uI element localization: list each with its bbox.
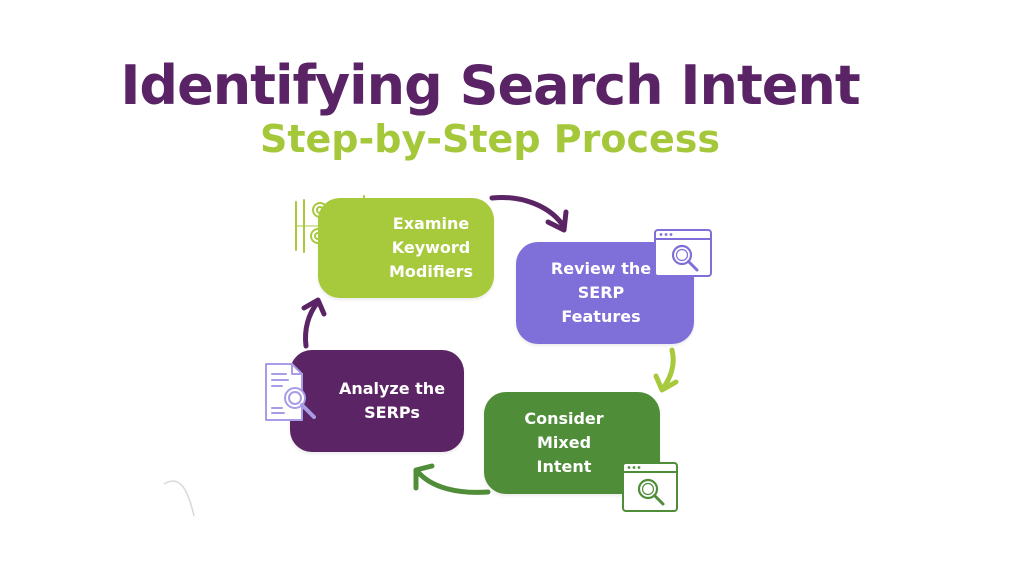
document-search-icon (265, 363, 316, 421)
step-label: Examine Keyword Modifiers (321, 212, 491, 284)
step-label-line: Consider (524, 409, 604, 428)
step-label-line: Modifiers (389, 262, 473, 281)
decorative-stroke (163, 480, 195, 517)
step-label: Analyze the SERPs (297, 377, 457, 425)
step-label: Consider Mixed Intent (499, 407, 645, 479)
step-label-line: Analyze the (338, 379, 446, 398)
arrow-icon (489, 194, 569, 233)
page-subtitle: Step-by-Step Process (260, 117, 720, 161)
browser-search-icon (622, 462, 678, 512)
step-label-line: Features (561, 307, 641, 326)
step-card-examine-keyword-modifiers: Examine Keyword Modifiers (318, 198, 494, 298)
gears-hand-icon (295, 195, 365, 255)
step-label-line: Keyword (391, 238, 471, 257)
arrow-icon (413, 463, 491, 495)
browser-search-icon (654, 229, 712, 277)
step-label-line: Intent (536, 457, 592, 476)
step-label: Review the SERP Features (536, 257, 674, 329)
arrow-icon (301, 297, 327, 349)
step-label-line: Review the (550, 259, 652, 278)
arrow-icon (653, 347, 679, 393)
page-title: Identifying Search Intent (120, 54, 860, 117)
step-label-line: SERP (577, 283, 625, 302)
step-card-analyze-serps: Analyze the SERPs (290, 350, 464, 452)
step-label-line: Mixed (536, 433, 592, 452)
step-label-line: Examine (392, 214, 470, 233)
step-label-line: SERPs (364, 403, 420, 422)
